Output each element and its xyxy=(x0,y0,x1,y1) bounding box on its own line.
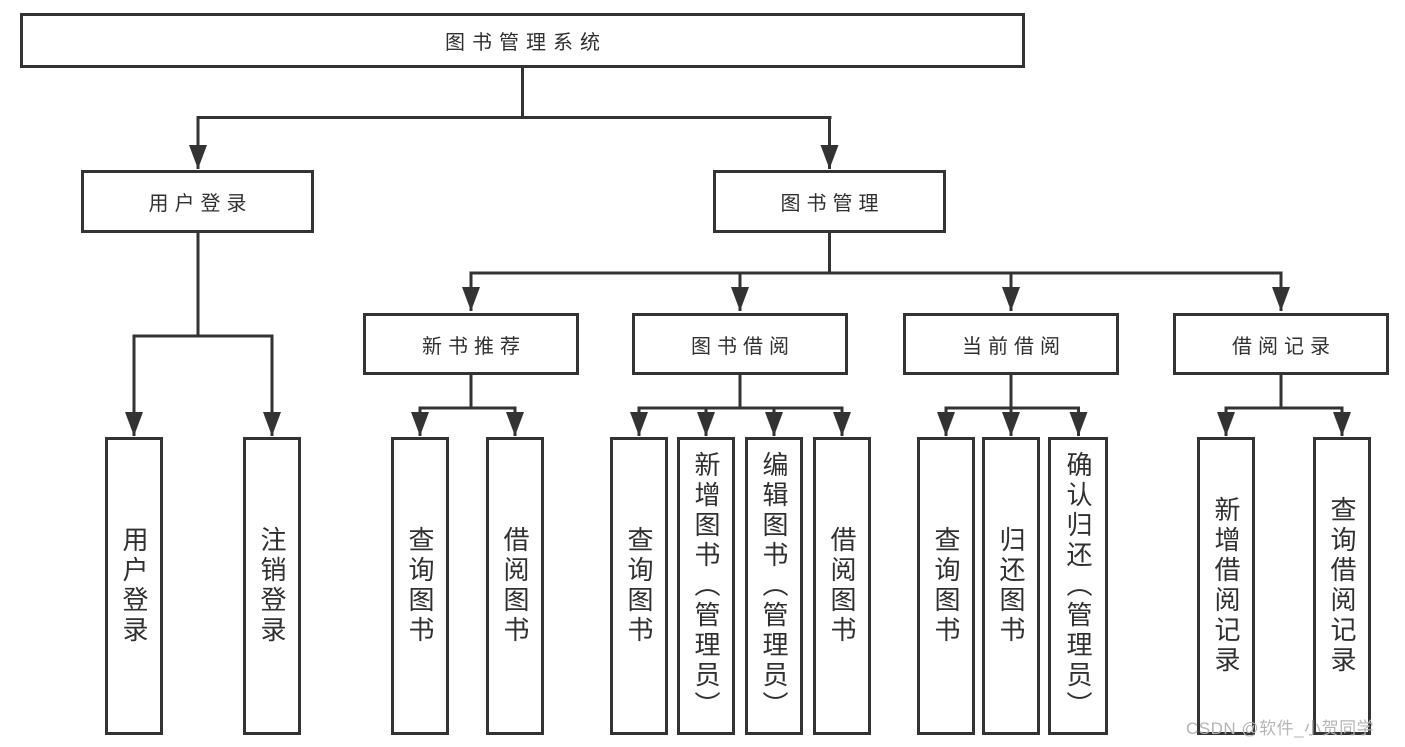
node-user-login-leaf: 用户登录 xyxy=(105,437,163,735)
node-book-management: 图书管理 xyxy=(713,170,946,233)
node-add-borrow-record: 新增借阅记录 xyxy=(1197,437,1255,735)
node-book-borrowing: 图书借阅 xyxy=(632,313,848,375)
node-user-login: 用户登录 xyxy=(81,170,314,233)
node-borrow-books-recommend: 借阅图书 xyxy=(486,437,544,735)
node-logout-leaf: 注销登录 xyxy=(243,437,301,735)
node-new-book-recommendation: 新书推荐 xyxy=(363,313,579,375)
node-edit-books-admin: 编辑图书（管理员） xyxy=(745,437,803,735)
node-query-books-recommend: 查询图书 xyxy=(391,437,449,735)
node-query-books-current: 查询图书 xyxy=(917,437,975,735)
node-query-books-borrow: 查询图书 xyxy=(610,437,668,735)
csdn-watermark: CSDN @软件_小贺同学 xyxy=(1186,719,1375,738)
node-return-books: 归还图书 xyxy=(982,437,1040,735)
node-current-borrowing: 当前借阅 xyxy=(903,313,1119,375)
node-add-books-admin: 新增图书（管理员） xyxy=(677,437,735,735)
node-confirm-return-admin: 确认归还（管理员） xyxy=(1048,437,1108,735)
node-query-borrow-record: 查询借阅记录 xyxy=(1313,437,1371,735)
node-borrow-books: 借阅图书 xyxy=(813,437,871,735)
node-library-management-system: 图书管理系统 xyxy=(20,13,1025,68)
node-borrowing-records: 借阅记录 xyxy=(1173,313,1389,375)
